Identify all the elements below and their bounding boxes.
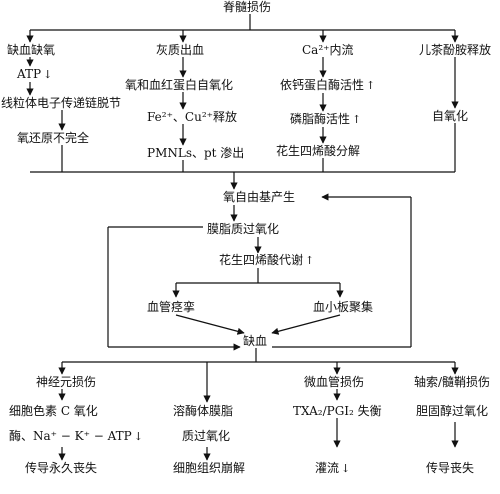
- lipid-peroxidation-node: 膜脂质过氧化: [206, 222, 281, 236]
- oxygen-radical-node: 氧自由基产生: [222, 190, 297, 204]
- decrease-arrow: ↓: [43, 68, 53, 81]
- incomplete-oxygen-reduction-node: 氧还原不完全: [16, 131, 91, 145]
- cytochrome-oxidase-node: 细胞色素 C 氧化: [8, 404, 99, 418]
- gray-matter-hemorrhage-node: 灰质出血: [155, 43, 206, 57]
- platelet-aggregation-node: 血小板聚集: [312, 300, 375, 314]
- conduction-loss-node: 传导丧失: [425, 461, 476, 475]
- ischemia-node: 缺血: [242, 334, 269, 348]
- increase-arrow: ↑: [366, 79, 376, 92]
- decrease-arrow: ↓: [133, 430, 143, 443]
- lipid-peroxidation-outcome-node: 质过氧化: [181, 429, 232, 443]
- arachidonic-breakdown-node: 花生四烯酸分解: [275, 144, 362, 158]
- vasospasm-node: 血管痉挛: [146, 300, 197, 314]
- root-node: 脊髓损伤: [222, 0, 273, 14]
- na-k-atpase-node: 酶、Na⁺ − K⁺ − ATP↓: [8, 429, 144, 444]
- increase-arrow: ↑: [352, 113, 362, 126]
- cholesterol-peroxidation-node: 胆固醇过氧化: [415, 404, 490, 418]
- decrease-arrow: ↓: [341, 462, 351, 475]
- axon-myelin-injury-node: 轴索/髓鞘损伤: [413, 375, 492, 389]
- autoxidation-node: 自氧化: [431, 109, 470, 123]
- pmnl-exudation-node: PMNLs、pt 渗出: [146, 146, 246, 160]
- permanent-conduction-loss-node: 传导永久丧失: [24, 461, 99, 475]
- mitochondria-node: 线粒体电子传递链脱节: [0, 96, 123, 110]
- catecholamine-release-node: 儿茶酚胺释放: [418, 43, 493, 57]
- lysosome-membrane-node: 溶酶体膜脂: [172, 404, 235, 418]
- atp-node: ATP↓: [16, 67, 54, 82]
- phospholipase-activity-node: 磷脂酶活性↑: [289, 112, 363, 127]
- hemoglobin-autoxidation-node: 氧和血红蛋白自氧化: [124, 78, 235, 92]
- arachidonic-metabolism-node: 花生四烯酸代谢↑: [218, 253, 316, 268]
- perfusion-node: 灌流↓: [314, 461, 352, 476]
- calcium-influx-node: Ca²⁺内流: [301, 43, 355, 57]
- ischemia-hypoxia-node: 缺血缺氧: [6, 43, 57, 57]
- metal-ion-release-node: Fe²⁺、Cu²⁺释放: [146, 110, 238, 124]
- txa2-pgi2-imbalance-node: TXA₂/PGI₂ 失衡: [292, 404, 383, 418]
- microvascular-injury-node: 微血管损伤: [303, 375, 366, 389]
- tissue-disintegration-node: 细胞组织崩解: [172, 461, 247, 475]
- increase-arrow: ↑: [305, 254, 315, 267]
- neuron-injury-node: 神经元损伤: [35, 375, 98, 389]
- calpain-activity-node: 依钙蛋白酶活性↑: [279, 78, 377, 93]
